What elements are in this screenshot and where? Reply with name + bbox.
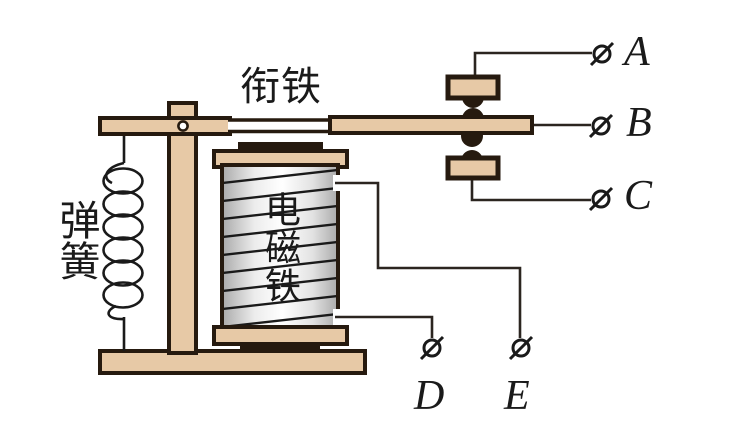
spring-label: 弹簧 <box>53 199 99 281</box>
coil-wire-to-terminal-d <box>335 315 434 338</box>
lower-fixed-contact <box>445 155 501 181</box>
terminal-b-label: B <box>626 100 652 146</box>
terminal-a-symbol <box>589 41 615 67</box>
spring-coil <box>102 134 144 351</box>
pivot-post <box>167 101 198 355</box>
armature-contact-bar <box>328 115 534 135</box>
terminal-b-symbol <box>588 113 614 139</box>
core-top-cap <box>238 142 323 153</box>
pivot-pin <box>177 120 189 132</box>
coil-wire-to-terminal-e <box>335 181 522 338</box>
armature-thin-strip <box>228 118 334 134</box>
terminal-c-symbol <box>588 186 614 212</box>
base-plate <box>98 349 367 375</box>
terminal-d-symbol <box>419 335 445 361</box>
electromagnet-label: 电磁铁 <box>260 191 300 305</box>
wire-to-terminal-c <box>470 177 591 202</box>
terminal-d-label: D <box>414 373 445 419</box>
coil-bottom-flange <box>212 325 349 346</box>
armature-left-bar <box>98 116 232 136</box>
core-bottom-cap <box>240 344 320 353</box>
coil-winding-hatch <box>224 169 336 326</box>
terminal-e-symbol <box>508 335 534 361</box>
armature-label: 衔铁 <box>240 64 322 109</box>
terminal-a-label: A <box>624 29 650 75</box>
upper-fixed-contact <box>445 74 501 101</box>
terminal-c-label: C <box>624 173 653 219</box>
wire-to-terminal-a <box>473 51 592 77</box>
terminal-e-label: E <box>504 373 530 419</box>
